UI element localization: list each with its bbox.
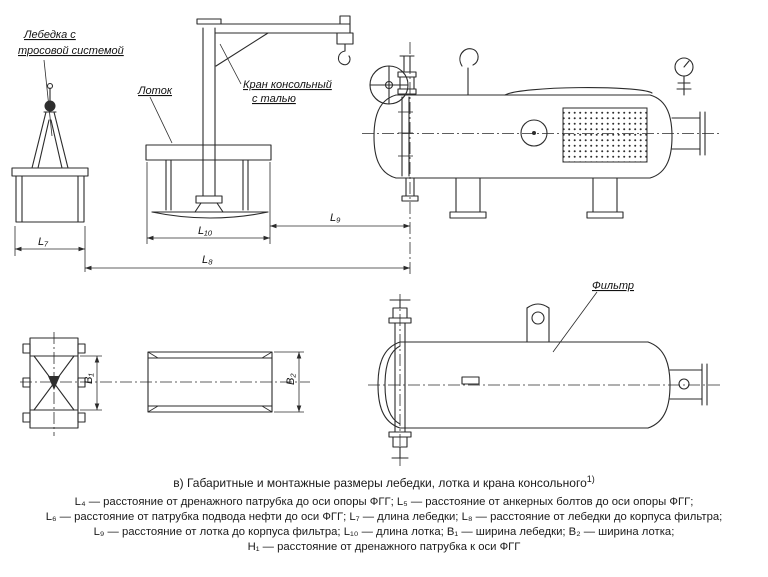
fgg-vessel-view: [362, 42, 722, 274]
crane-label-line2: с талью: [252, 93, 296, 105]
winch-label: Лебедка с: [23, 29, 76, 41]
footnote-ref: 1): [586, 474, 595, 484]
legend-line-4: H₁ — расстояние от дренажного патрубка к…: [247, 541, 521, 553]
dimensions-top: [14, 162, 410, 272]
dimensions-bottom: [80, 351, 304, 413]
right-nozzle: [671, 111, 706, 156]
dim-l9-label: L₉: [330, 212, 341, 224]
dim-b2-label: B₂: [285, 373, 297, 385]
technical-drawing: Лебедка с тросовой системой Лоток Кран к…: [11, 15, 722, 468]
filter-valve-column: [388, 299, 412, 459]
winch-plan-view: [20, 332, 310, 436]
lifting-hook-icon: [459, 48, 479, 96]
tray-front-view: [145, 144, 272, 219]
legend-line-3: L₉ — расстояние от лотка до корпуса филь…: [93, 526, 675, 538]
filter-right-nozzle: [669, 363, 708, 406]
figure-caption: в) Габаритные и монтажные размеры лебедк…: [0, 474, 768, 490]
handwheel-icon: [369, 65, 409, 105]
dim-l10-label: L₁₀: [198, 225, 213, 237]
dim-b1-label: B₁: [83, 373, 95, 384]
crane-label: Кран консольный: [243, 79, 332, 91]
winch-front-view: [11, 82, 89, 223]
cantilever-crane-view: [196, 15, 354, 197]
top-valve: [397, 55, 417, 95]
legend-line-2: L₆ — расстояние от патрубка подвода нефт…: [45, 511, 723, 523]
tray-label: Лоток: [137, 85, 173, 97]
winch-label-line2: тросовой системой: [18, 45, 124, 57]
leader-lines: [43, 43, 598, 353]
lifting-lug: [526, 303, 550, 343]
dim-l8-label: L₈: [202, 254, 213, 266]
dim-l7-label: L₇: [38, 236, 49, 248]
vessel-supports: [449, 177, 624, 219]
mesh-section: [562, 107, 648, 163]
drain-valve: [401, 177, 419, 202]
dimension-legend: L₄ — расстояние от дренажного патрубка д…: [0, 495, 768, 555]
sight-port: [520, 119, 548, 147]
figure-caption-text: в) Габаритные и монтажные размеры лебедк…: [173, 476, 587, 490]
tray-plan-view: [147, 351, 273, 413]
filter-side-view: [368, 294, 720, 468]
pressure-gauge-icon: [674, 57, 694, 96]
body-detail: [461, 376, 480, 385]
filter-label: Фильтр: [592, 280, 634, 292]
legend-line-1: L₄ — расстояние от дренажного патрубка д…: [74, 496, 694, 508]
